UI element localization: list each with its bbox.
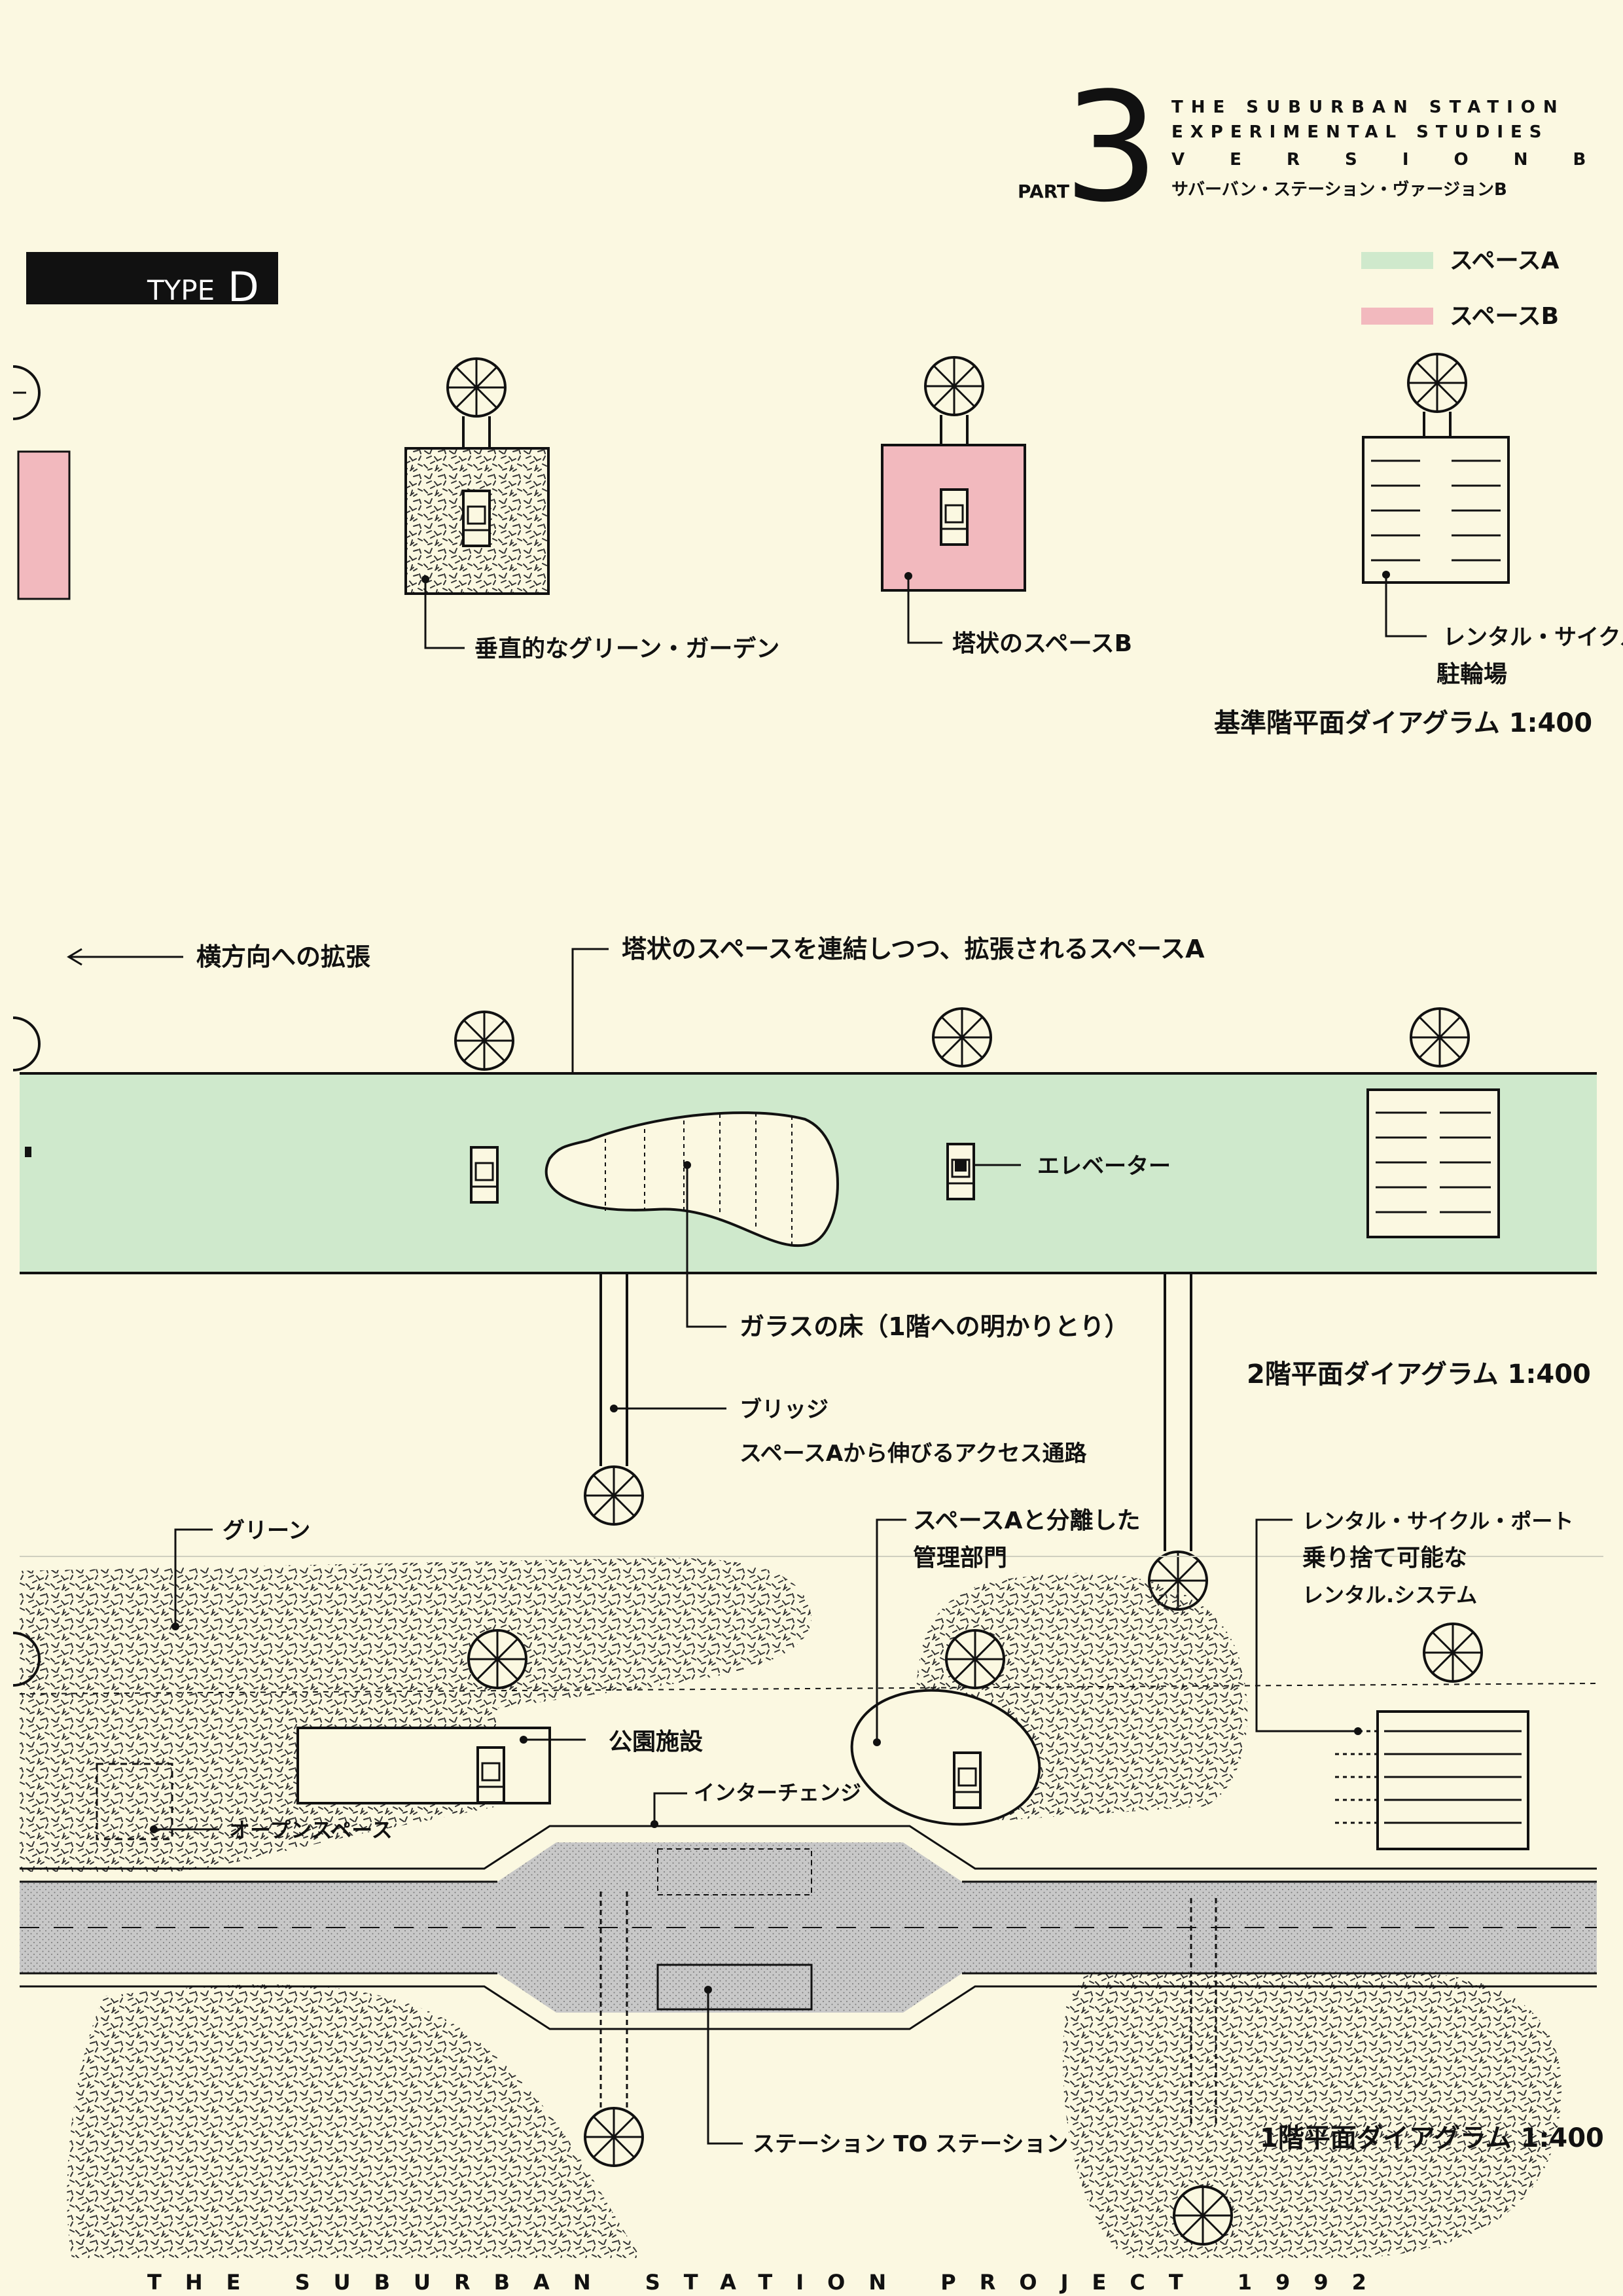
glass-floor [544,1111,839,1247]
footer-project-title: THE SUBURBAN STATION PROJECT 1992 [147,2270,1390,2295]
second-floor-title: 2階平面ダイアグラム 1:400 [1247,1359,1591,1390]
wheel-icon [12,1632,41,1687]
wheel-icon [932,1007,992,1067]
green-area-south-west [67,1984,641,2258]
wheel-icon [12,1016,41,1071]
label-rental-cycle: レンタル・サイクル [1443,624,1623,651]
wheel-icon [924,356,984,416]
rental-cycle-port [1376,1710,1529,1850]
label-admin-department: 管理部門 [913,1545,1007,1571]
wheel-icon [945,1629,1005,1689]
legend-swatch-space-a [1361,252,1433,269]
label-green: グリーン [223,1518,310,1544]
label-access-path: スペースAから伸びるアクセス通路 [740,1441,1088,1467]
green-area-north-west [20,1558,812,1872]
elevator-icon [940,488,969,546]
legend-label-space-a: スペースA [1450,247,1560,274]
first-floor-title: 1階平面ダイアグラム 1:400 [1260,2123,1604,2153]
standard-floor-title: 基準階平面ダイアグラム 1:400 [1214,708,1592,738]
label-park-facility: 公園施設 [609,1729,703,1755]
legend-swatch-space-b [1361,308,1433,325]
wheel-icon [1407,353,1467,413]
wheel-icon [12,365,41,420]
wheel-icon [454,1011,514,1071]
wheel-icon [1423,1623,1483,1683]
type-badge-prefix: TYPE [147,274,215,306]
label-rental-system: レンタル.システム [1302,1583,1477,1607]
label-open-space: オープンスペース [229,1818,393,1842]
first-floor-diagram: 公園施設 スペースAと分離した 管理部門 グリーン オープンスペース インターチ… [12,1507,1604,2258]
type-badge-letter: D [228,263,259,311]
wheel-icon [584,1465,644,1526]
label-bridge: ブリッジ [740,1397,829,1423]
label-lateral-expansion: 横方向への拡張 [196,942,370,971]
park-facility [296,1727,551,1804]
elevator-icon [462,490,491,547]
open-space [96,1763,173,1840]
header-title-line3: V E R S I O N B [1171,150,1605,170]
header-title-line1: THE SUBURBAN STATION [1171,98,1565,117]
header-title-line2: EXPERIMENTAL STUDIES [1171,122,1548,142]
label-glass-floor: ガラスの床（1階への明かりとり） [740,1312,1130,1341]
label-drop-off-possible: 乗り捨て可能な [1302,1545,1467,1571]
second-floor-diagram: 横方向への拡張 塔状のスペースを連結しつつ、拡張されるスペースA エレベーター [12,935,1597,1611]
wheel-icon [1410,1007,1470,1067]
label-rental-cycle-port: レンタル・サイクル・ポート [1302,1509,1573,1534]
wheel-icon [446,357,507,418]
elevator-icon [476,1746,505,1804]
elevator-icon [470,1146,499,1204]
wheel-icon [467,1629,527,1689]
header-title-line4: サバーバン・ステーション・ヴァージョンB [1171,179,1507,200]
label-tower-space-b: 塔状のスペースB [952,630,1132,657]
type-badge: TYPE D [26,252,278,311]
wheel-icon [1173,2185,1233,2246]
legend-label-space-b: スペースB [1450,303,1559,330]
label-station-to-station: ステーション TO ステーション [753,2131,1068,2157]
label-admin-separated: スペースAと分離した [913,1507,1141,1534]
label-green-garden: 垂直的なグリーン・ガーデン [474,635,779,662]
admin-department [850,1689,1041,1826]
label-elevator: エレベーター [1037,1153,1171,1179]
standard-floor-diagram: 垂直的なグリーン・ガーデン 塔状のスペースB レンタル・サイクル 駐輪場 基準階… [12,353,1623,738]
part-label: PART [1018,181,1069,202]
elevator-icon [953,1751,982,1809]
legend: スペースA スペースB [1361,247,1560,330]
green-area-south-east [1063,1973,1562,2258]
tower-space-b-partial [17,450,71,600]
label-cycle-parking: 駐輪場 [1436,660,1507,688]
label-connected-space-a: 塔状のスペースを連結しつつ、拡張されるスペースA [622,935,1205,963]
header: PART 3 THE SUBURBAN STATION EXPERIMENTAL… [1018,61,1605,236]
label-interchange: インターチェンジ [694,1780,861,1805]
wheel-icon [584,2107,644,2167]
part-number: 3 [1063,61,1159,236]
